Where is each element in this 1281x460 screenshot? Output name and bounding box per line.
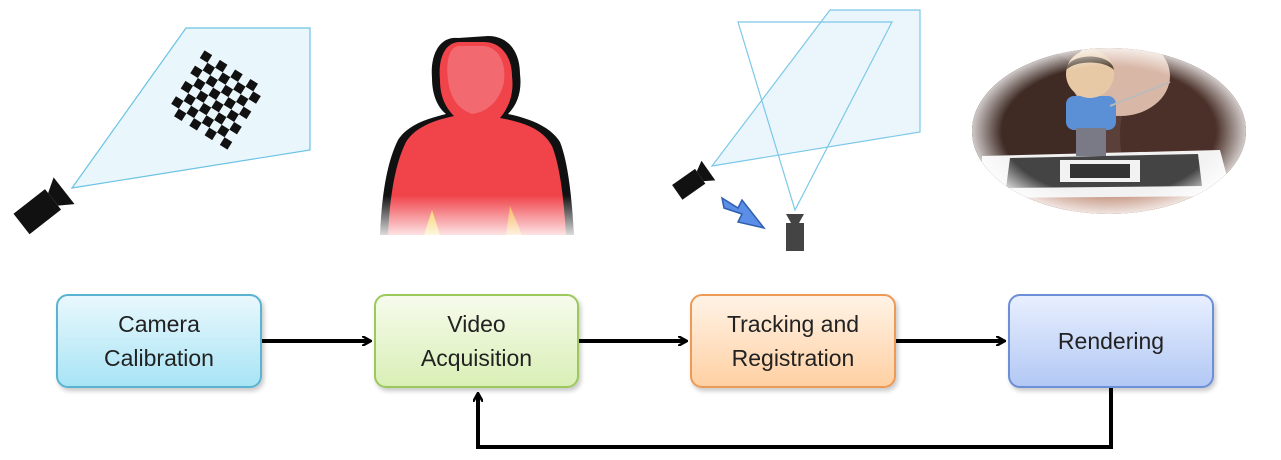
checker-square bbox=[190, 65, 203, 79]
camera-icon bbox=[13, 177, 75, 235]
camera-calibration-box: Camera Calibration bbox=[56, 294, 262, 388]
calibration-illustration bbox=[13, 27, 311, 235]
checker-square bbox=[216, 124, 230, 138]
checker-square bbox=[208, 87, 221, 100]
checker-square bbox=[201, 115, 215, 128]
checker-square bbox=[189, 118, 202, 131]
checker-square bbox=[223, 97, 237, 110]
camera-icon bbox=[786, 214, 804, 251]
step-label-line2: Registration bbox=[731, 345, 855, 371]
checker-square bbox=[186, 105, 199, 119]
step-label-line2: Acquisition bbox=[420, 345, 533, 371]
checker-square bbox=[219, 137, 233, 150]
depth-person-image bbox=[360, 30, 590, 242]
checker-square bbox=[229, 121, 242, 135]
step-label-line1: Tracking and bbox=[726, 311, 860, 337]
blue-arrow-icon bbox=[720, 196, 766, 230]
checker-square bbox=[248, 91, 261, 104]
checker-square bbox=[230, 69, 243, 82]
checker-square bbox=[204, 127, 217, 141]
step-label-line1: Video bbox=[447, 311, 506, 337]
checker-square bbox=[211, 100, 224, 113]
checker-square bbox=[183, 93, 196, 106]
arrow-rendering-feedback bbox=[478, 388, 1113, 449]
checker-square bbox=[205, 75, 218, 88]
rendering-box: Rendering bbox=[1008, 294, 1214, 388]
checker-square bbox=[199, 50, 213, 63]
checkerboard-icon bbox=[171, 50, 261, 150]
checker-square bbox=[195, 90, 209, 103]
checker-square bbox=[238, 106, 252, 120]
step-label-line1: Camera bbox=[118, 311, 200, 337]
checker-square bbox=[217, 72, 231, 85]
checker-square bbox=[214, 112, 227, 125]
checker-square bbox=[198, 102, 212, 116]
checker-square bbox=[236, 94, 249, 107]
checker-square bbox=[171, 96, 184, 109]
checker-square bbox=[226, 109, 239, 122]
checker-square bbox=[220, 84, 234, 98]
video-acquisition-box: Video Acquisition bbox=[374, 294, 579, 388]
step-label-line2: Calibration bbox=[104, 345, 214, 371]
step-label-line1: Rendering bbox=[1057, 328, 1165, 354]
ar-photo-image bbox=[972, 48, 1246, 214]
checker-square bbox=[174, 108, 187, 121]
checker-square bbox=[233, 81, 246, 95]
checker-square bbox=[180, 80, 194, 94]
checker-square bbox=[202, 62, 216, 76]
tracking-registration-box: Tracking and Registration bbox=[690, 294, 896, 388]
checker-square bbox=[245, 79, 258, 92]
tracking-frustum-icon bbox=[672, 9, 921, 251]
camera-icon bbox=[672, 160, 716, 200]
checker-square bbox=[193, 78, 206, 91]
checker-square bbox=[215, 59, 228, 73]
